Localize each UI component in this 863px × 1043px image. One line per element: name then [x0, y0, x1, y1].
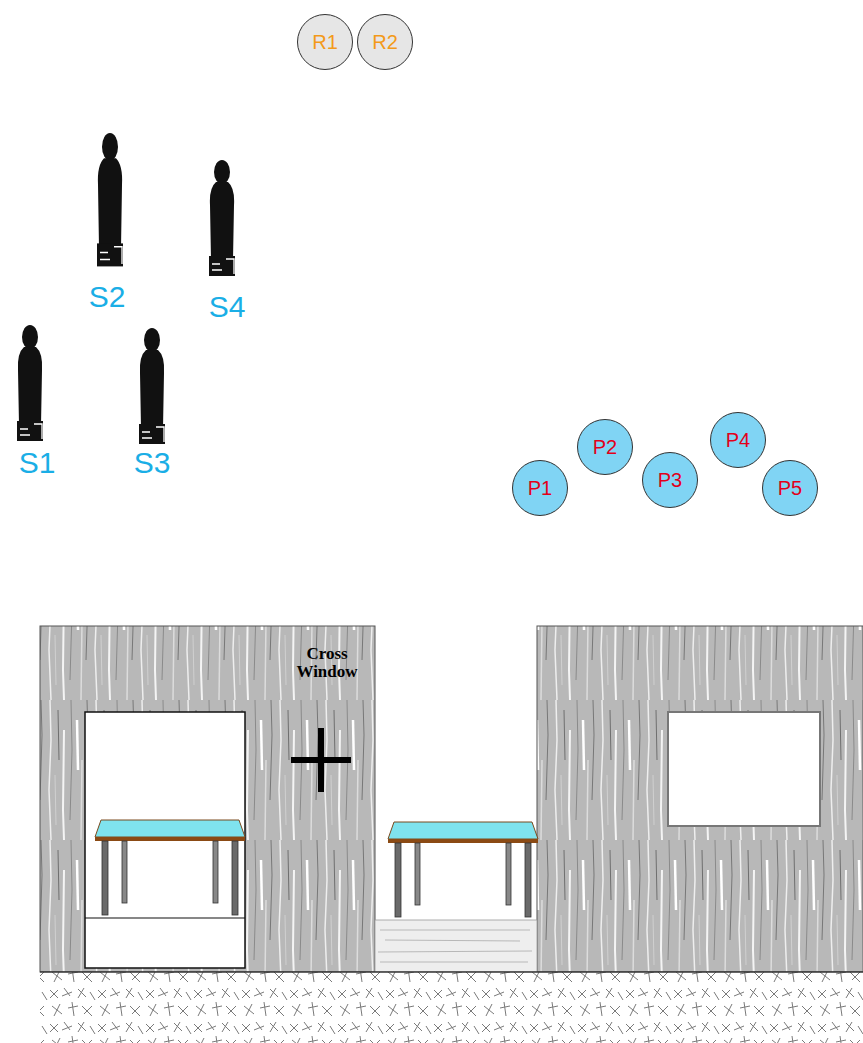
target-silhouette [97, 133, 123, 266]
node-label: R2 [372, 31, 398, 53]
circle-node: P1 [512, 460, 568, 516]
node-label: P5 [778, 477, 802, 499]
window-label: Cross Window [285, 645, 369, 681]
node-label: R1 [312, 31, 338, 53]
node-label: P2 [593, 436, 617, 458]
table [388, 822, 538, 917]
circle-node: P2 [577, 419, 633, 475]
circle-node: P3 [642, 452, 698, 508]
table [95, 820, 245, 915]
target-label: S3 [134, 447, 171, 479]
node-label: P1 [528, 477, 552, 499]
target-label: S4 [209, 291, 246, 323]
target-label: S1 [19, 447, 56, 479]
circle-node: P5 [762, 460, 818, 516]
door-opening [85, 712, 245, 968]
circle-node: P4 [710, 412, 766, 468]
cross-window [291, 728, 351, 792]
target-silhouette [209, 160, 235, 276]
circle-node: R2 [357, 14, 413, 70]
ground-hatch [40, 972, 863, 1043]
circle-node: R1 [297, 14, 353, 70]
target-silhouette [17, 325, 43, 441]
target-label: S2 [89, 281, 126, 313]
node-label: P4 [726, 429, 750, 451]
wall [537, 626, 863, 972]
node-label: P3 [658, 469, 682, 491]
wall [40, 626, 375, 972]
floor-step [375, 920, 537, 972]
window [668, 712, 820, 826]
target-silhouette [139, 328, 165, 444]
